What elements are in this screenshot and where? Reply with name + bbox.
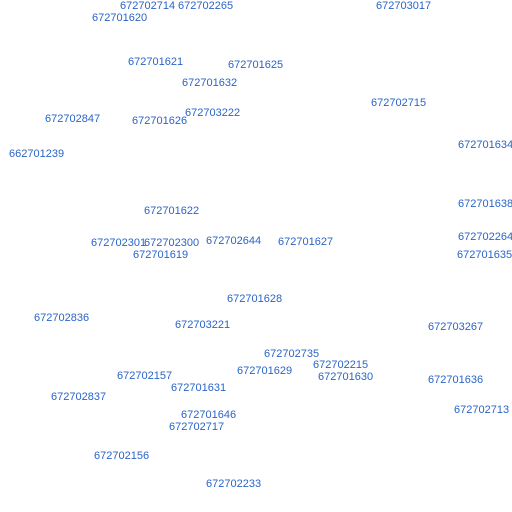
- parcel-label[interactable]: 672701636: [428, 374, 484, 386]
- parcel-label[interactable]: 672702233: [206, 478, 262, 490]
- parcel-label[interactable]: 672701632: [182, 77, 238, 89]
- parcel-label[interactable]: 672702836: [34, 312, 90, 324]
- parcel-label[interactable]: 672702215: [313, 359, 369, 371]
- parcel-label[interactable]: 672702735: [264, 348, 320, 360]
- parcel-label[interactable]: 672701621: [128, 56, 184, 68]
- parcel-label[interactable]: 672702156: [94, 450, 150, 462]
- parcel-label[interactable]: 672702713: [454, 404, 510, 416]
- parcel-label[interactable]: 672701631: [171, 382, 227, 394]
- parcel-label[interactable]: 672701646: [181, 409, 237, 421]
- parcel-label[interactable]: 672701620: [92, 12, 148, 24]
- parcel-label[interactable]: 672701626: [132, 115, 188, 127]
- parcel-label[interactable]: 672702265: [178, 0, 234, 12]
- parcel-label[interactable]: 672702644: [206, 235, 262, 247]
- parcel-label[interactable]: 672701630: [318, 371, 374, 383]
- parcel-label[interactable]: 672702157: [117, 370, 173, 382]
- parcel-label[interactable]: 672701627: [278, 236, 334, 248]
- parcel-label[interactable]: 672701629: [237, 365, 293, 377]
- parcel-label[interactable]: 672701625: [228, 59, 284, 71]
- parcel-label[interactable]: 672702847: [45, 113, 101, 125]
- parcel-label[interactable]: 672702300: [144, 237, 200, 249]
- parcel-label[interactable]: 672702837: [51, 391, 107, 403]
- parcel-label[interactable]: 672702717: [169, 421, 225, 433]
- parcel-label[interactable]: 672701622: [144, 205, 200, 217]
- parcel-label[interactable]: 672702715: [371, 97, 427, 109]
- parcel-label[interactable]: 672702301: [91, 237, 147, 249]
- parcel-label[interactable]: 672703221: [175, 319, 231, 331]
- parcel-label[interactable]: 672701635: [457, 249, 512, 261]
- parcel-label[interactable]: 672701619: [133, 249, 189, 261]
- parcel-label[interactable]: 672701628: [227, 293, 283, 305]
- parcel-label[interactable]: 672703267: [428, 321, 484, 333]
- parcel-label[interactable]: 662701239: [9, 148, 65, 160]
- parcel-label[interactable]: 672701634: [458, 139, 512, 151]
- parcel-label[interactable]: 672702264: [458, 231, 512, 243]
- parcel-label[interactable]: 672703017: [376, 0, 432, 12]
- parcel-label[interactable]: 672701638: [458, 198, 512, 210]
- parcel-label[interactable]: 672702714: [120, 0, 176, 12]
- parcel-label[interactable]: 672703222: [185, 107, 241, 119]
